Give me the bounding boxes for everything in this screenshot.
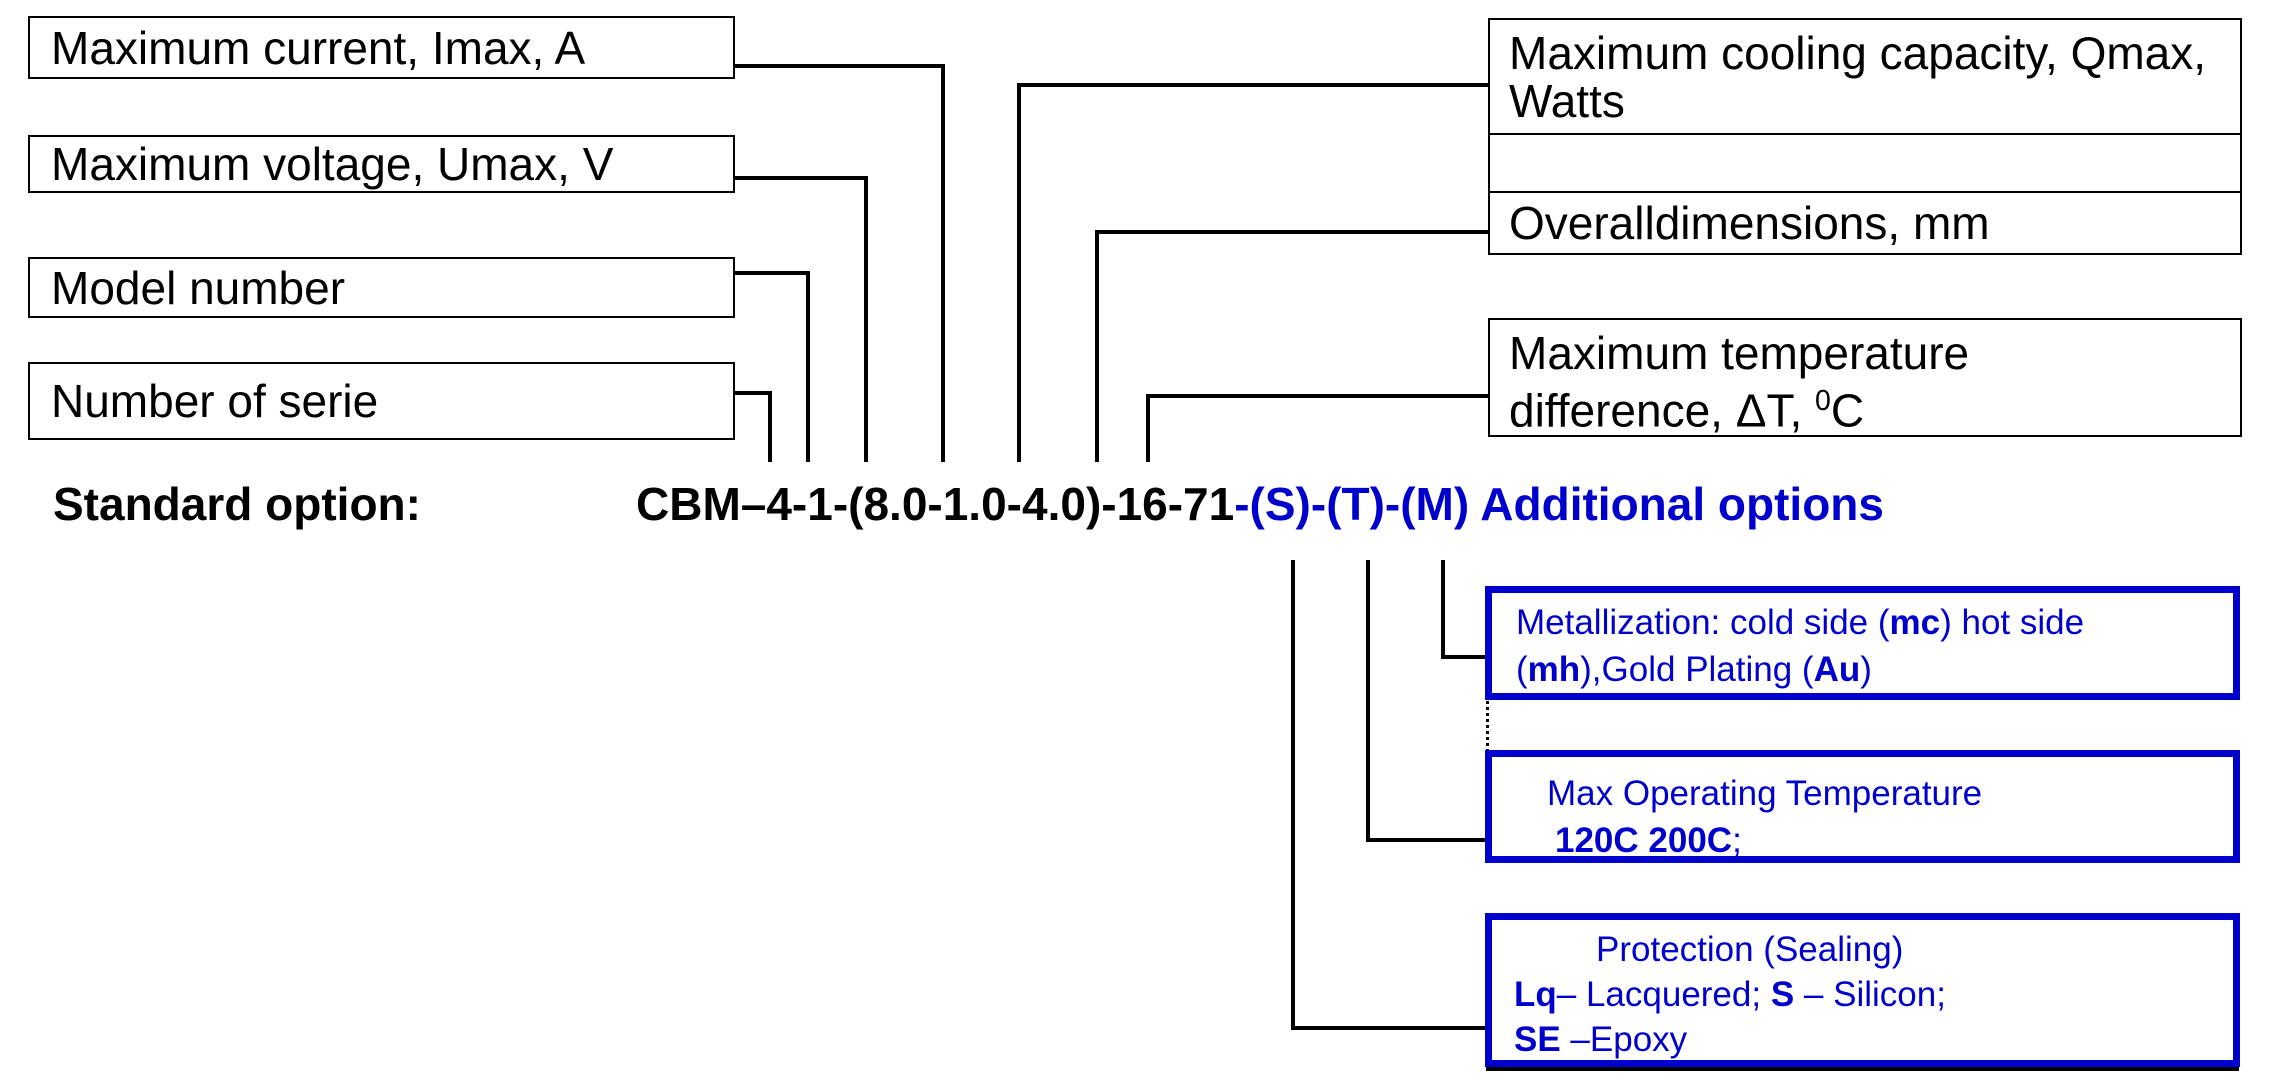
metallization-line1: Metallization: cold side (mc) hot side [1516,603,2085,642]
connector-dimensions-vertical [1095,230,1099,462]
callout-cooling-capacity-label: Maximum cooling capacity, Qmax, Watts [1509,27,2207,127]
connector-qmax-horizontal [1017,83,1488,87]
callout-cooling-capacity: Maximum cooling capacity, Qmax, Watts [1488,18,2242,135]
protection-line2: Lq– Lacquered; S – Silicon; [1514,975,1946,1014]
callout-max-voltage: Maximum voltage, Umax, V [28,135,735,193]
callout-max-current-label: Maximum current, Imax, A [51,21,586,74]
connector-sealing-horizontal [1291,1026,1485,1030]
connector-metallization-horizontal [1441,655,1485,659]
max-operating-temperature-line1: Max Operating Temperature [1547,774,1983,813]
option-box-metallization: Metallization: cold side (mc) hot side (… [1485,586,2240,700]
connector-tempdiff-horizontal [1146,394,1488,398]
callout-temp-difference-line2: difference, ΔT, 0C [1509,384,1865,437]
connector-tempdiff-vertical [1146,394,1150,462]
callout-temp-difference: Maximum temperature difference, ΔT, 0C [1488,318,2242,437]
connector-serie-horizontal [735,391,772,395]
max-operating-temperature-line2: 120C 200C; [1555,821,1742,860]
callout-max-current: Maximum current, Imax, A [28,16,735,79]
standard-option-label: Standard option: [53,478,421,530]
part-number-line: CBM–4-1-(8.0-1.0-4.0)-16-71-(S)-(T)-(M) … [636,478,1884,530]
callout-max-voltage-label: Maximum voltage, Umax, V [51,138,614,190]
protection-line3: SE –Epoxy [1514,1020,1688,1059]
connector-dimensions-horizontal [1095,230,1488,234]
connector-imax-horizontal [735,64,945,68]
callout-overall-dimensions-label: Overalldimensions, mm [1509,197,1990,249]
connector-model-vertical [806,271,810,462]
connector-umax-horizontal [735,176,868,180]
callout-overall-dimensions: Overalldimensions, mm [1488,191,2242,255]
connector-serie-vertical [768,391,772,462]
callout-number-of-serie: Number of serie [28,362,735,440]
protection-line1: Protection (Sealing) [1596,930,1904,969]
callout-number-of-serie-label: Number of serie [51,375,379,427]
callout-empty-row [1488,133,2242,193]
option-box-max-operating-temperature: Max Operating Temperature 120C 200C; [1485,750,2240,863]
metallization-line2: (mh),Gold Plating (Au) [1516,650,1872,689]
connector-metallization-vertical [1441,560,1445,659]
callout-temp-difference-line1: Maximum temperature [1509,327,1970,379]
connector-qmax-vertical [1017,83,1021,462]
connector-dotted-vertical [1486,701,1489,752]
option-box-protection-sealing: Protection (Sealing) Lq– Lacquered; S – … [1485,913,2240,1067]
connector-temperature-vertical [1366,560,1370,842]
connector-temperature-horizontal [1366,838,1485,842]
connector-model-horizontal [735,271,810,275]
part-number-additional-segment: -(S)-(T)-(M) Additional options [1234,478,1884,530]
connector-umax-vertical [864,176,868,462]
callout-model-number: Model number [28,257,735,318]
connector-sealing-vertical [1291,560,1295,1030]
part-number-standard-segment: CBM–4-1-(8.0-1.0-4.0)-16-71 [636,478,1235,530]
callout-model-number-label: Model number [51,261,346,314]
connector-imax-vertical [941,64,945,462]
